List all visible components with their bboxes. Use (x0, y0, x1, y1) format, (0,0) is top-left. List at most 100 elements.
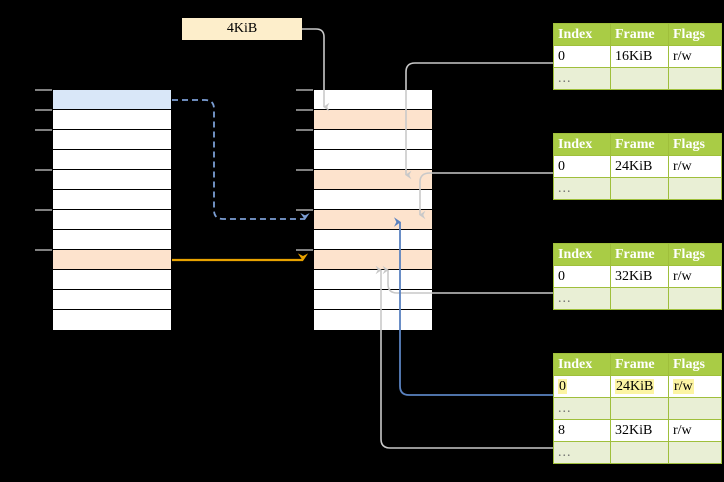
left-column-cell (53, 270, 171, 290)
table-cell-frame: 16KiB (610, 45, 669, 68)
connector-virtual-page-to-frame-dashed (172, 99, 310, 220)
middle-column-cell (314, 110, 432, 130)
table-cell-index: ... (553, 177, 611, 200)
table-cell-index: ... (553, 397, 611, 420)
row-tick-mark (296, 209, 313, 211)
table-cell-frame (610, 177, 669, 200)
row-tick-mark (35, 209, 52, 211)
table-row[interactable]: ... (553, 177, 722, 200)
table-cell-flags: r/w (668, 419, 722, 442)
table-cell-flags (668, 67, 722, 90)
table-cell-frame: 24KiB (610, 155, 669, 178)
table-cell-flags (668, 441, 722, 464)
column-header-index: Index (553, 353, 611, 376)
middle-column-cell (314, 130, 432, 150)
left-column-cell (53, 230, 171, 250)
left-column-cell (53, 290, 171, 310)
middle-column-cell (314, 210, 432, 230)
left-column-cell (53, 170, 171, 190)
table-cell-frame: 32KiB (610, 265, 669, 288)
table-cell-index: ... (553, 441, 611, 464)
column-header-flags: Flags (668, 243, 722, 266)
column-header-flags: Flags (668, 133, 722, 156)
table-cell-frame (610, 287, 669, 310)
left-column-cell (53, 310, 171, 330)
row-tick-mark (35, 89, 52, 91)
column-header-index: Index (553, 243, 611, 266)
middle-column-cell (314, 190, 432, 210)
table-cell-flags (668, 287, 722, 310)
left-column-cell (53, 210, 171, 230)
table-cell-index: 0 (553, 375, 611, 398)
column-header-frame: Frame (610, 353, 669, 376)
left-column-cell (53, 90, 171, 110)
table-cell-flags: r/w (668, 265, 722, 288)
highlighted-value: 24KiB (615, 378, 655, 394)
column-header-frame: Frame (610, 23, 669, 46)
middle-column-cell (314, 170, 432, 190)
row-tick-mark (35, 169, 52, 171)
middle-column-cell (314, 310, 432, 330)
table-cell-flags (668, 397, 722, 420)
table-cell-index: 0 (553, 265, 611, 288)
column-header-index: Index (553, 133, 611, 156)
table-row[interactable]: 0 24KiB r/w (553, 375, 722, 398)
middle-column-cell (314, 90, 432, 110)
physical-memory-column (313, 89, 433, 330)
page-size-label-text: 4KiB (226, 21, 258, 36)
table-cell-frame: 24KiB (610, 375, 669, 398)
connector-table2-to-frame (419, 172, 553, 220)
row-tick-mark (296, 129, 313, 131)
column-header-index: Index (553, 23, 611, 46)
left-column-cell (53, 130, 171, 150)
column-header-flags: Flags (668, 353, 722, 376)
column-header-frame: Frame (610, 133, 669, 156)
middle-column-cell (314, 230, 432, 250)
page-size-label: 4KiB (182, 18, 302, 40)
row-tick-mark (296, 109, 313, 111)
table-cell-index: 0 (553, 155, 611, 178)
middle-column-cell (314, 290, 432, 310)
highlighted-value: 0 (558, 378, 567, 394)
row-tick-mark (35, 109, 52, 111)
table-cell-frame (610, 67, 669, 90)
table-row[interactable]: ... (553, 397, 722, 420)
table-row[interactable]: ... (553, 287, 722, 310)
left-column-cell (53, 150, 171, 170)
row-tick-mark (296, 89, 313, 91)
left-column-cell (53, 110, 171, 130)
table-cell-frame: 32KiB (610, 419, 669, 442)
column-header-flags: Flags (668, 23, 722, 46)
table-row[interactable]: ... (553, 441, 722, 464)
table-cell-index: 8 (553, 419, 611, 442)
table-cell-index: ... (553, 67, 611, 90)
table-cell-flags: r/w (668, 375, 722, 398)
left-column-cell (53, 190, 171, 210)
middle-column-cell (314, 150, 432, 170)
row-tick-mark (296, 169, 313, 171)
table-cell-index: ... (553, 287, 611, 310)
left-column-cell (53, 250, 171, 270)
virtual-address-space-column (52, 89, 172, 330)
table-cell-flags: r/w (668, 45, 722, 68)
row-tick-mark (35, 249, 52, 251)
table-cell-flags (668, 177, 722, 200)
table-cell-index: 0 (553, 45, 611, 68)
column-header-frame: Frame (610, 243, 669, 266)
row-tick-mark (35, 129, 52, 131)
table-row[interactable]: ... (553, 67, 722, 90)
table-cell-frame (610, 397, 669, 420)
